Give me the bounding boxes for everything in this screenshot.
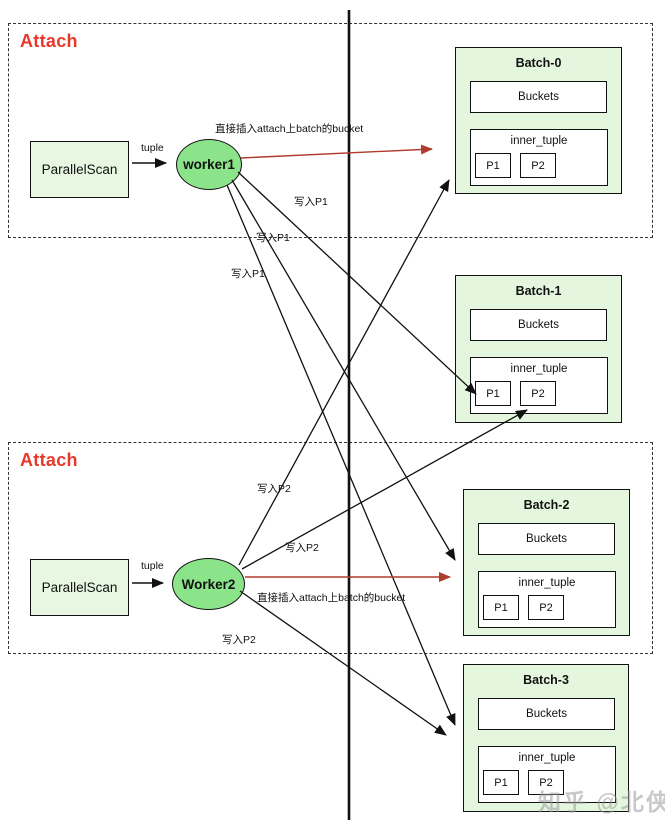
worker1-direct-insert-label: 直接插入attach上batch的bucket [215, 123, 364, 135]
batch-2-partition-p1: P1 [483, 595, 519, 620]
batch-1-inner-tuple-box: inner_tuple P1 P2 [470, 357, 608, 414]
worker2-write-p2-label-c: 写入P2 [222, 634, 256, 646]
worker1-write-p1-label-b: 写入P1 [256, 232, 290, 244]
batch-1-partition-p2: P2 [520, 381, 556, 406]
worker1-label: worker1 [183, 157, 235, 172]
batch-0-box: Batch-0 Buckets inner_tuple P1 P2 [455, 47, 622, 194]
worker1-write-p1-label-c: 写入P1 [231, 268, 265, 280]
batch-1-inner-tuple-label: inner_tuple [510, 363, 568, 375]
worker2-label: Worker2 [181, 576, 236, 592]
worker2-write-p2-label-a: 写入P2 [257, 483, 291, 495]
parallelscan-label-1: ParallelScan [41, 162, 118, 177]
batch-3-box: Batch-3 Buckets inner_tuple P1 P2 [463, 664, 629, 812]
batch-0-buckets-box: Buckets [470, 81, 607, 113]
worker2-node: Worker2 [172, 558, 245, 610]
batch-0-partition-p2: P2 [520, 153, 556, 178]
batch-0-inner-tuple-label: inner_tuple [510, 135, 568, 147]
batch-1-partition-p1: P1 [475, 381, 511, 406]
batch-3-buckets-box: Buckets [478, 698, 615, 730]
batch-1-title: Batch-1 [515, 284, 562, 298]
parallelscan-box-2: ParallelScan [30, 559, 129, 616]
batch-3-partition-p2: P2 [528, 770, 564, 795]
batch-1-buckets-box: Buckets [470, 309, 607, 341]
batch-1-box: Batch-1 Buckets inner_tuple P1 P2 [455, 275, 622, 423]
batch-0-partition-p1: P1 [475, 153, 511, 178]
worker1-write-p1-label-a: 写入P1 [294, 196, 328, 208]
batch-2-partition-p2: P2 [528, 595, 564, 620]
batch-2-inner-tuple-box: inner_tuple P1 P2 [478, 571, 616, 628]
tuple-label-1: tuple [141, 142, 164, 154]
parallelscan-label-2: ParallelScan [41, 580, 118, 595]
worker2-write-p2-label-b: 写入P2 [285, 542, 319, 554]
attach-label-bottom: Attach [20, 450, 78, 470]
worker2-direct-insert-label: 直接插入attach上batch的bucket [257, 592, 406, 604]
batch-2-title: Batch-2 [523, 498, 570, 512]
batch-0-title: Batch-0 [515, 56, 562, 70]
worker1-node: worker1 [176, 139, 242, 190]
batch-3-inner-tuple-label: inner_tuple [518, 752, 576, 764]
batch-3-inner-tuple-box: inner_tuple P1 P2 [478, 746, 616, 803]
attach-label-top: Attach [20, 31, 78, 51]
batch-0-inner-tuple-box: inner_tuple P1 P2 [470, 129, 608, 186]
parallelscan-box-1: ParallelScan [30, 141, 129, 198]
batch-2-buckets-box: Buckets [478, 523, 615, 555]
batch-3-partition-p1: P1 [483, 770, 519, 795]
batch-2-inner-tuple-label: inner_tuple [518, 577, 576, 589]
batch-3-title: Batch-3 [523, 673, 569, 687]
batch-2-box: Batch-2 Buckets inner_tuple P1 P2 [463, 489, 630, 636]
tuple-label-2: tuple [141, 560, 164, 572]
watermark: 知乎 @北侠 [538, 789, 665, 815]
